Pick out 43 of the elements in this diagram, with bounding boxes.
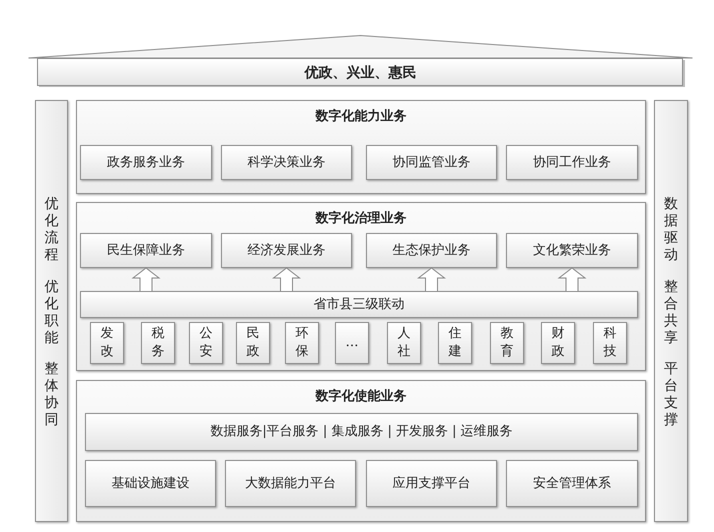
department-box: 民政: [236, 322, 270, 364]
linkage-bar: 省市县三级联动: [80, 291, 638, 318]
platform-box: 基础设施建设: [85, 460, 216, 507]
platform-box: 应用支撑平台: [366, 460, 497, 507]
vertical-label: 平台支撑: [664, 361, 678, 429]
department-box: 人社: [387, 322, 421, 364]
vertical-label: 优化流程: [44, 196, 58, 264]
layer-panel: [76, 202, 646, 371]
department-box: 发改: [90, 322, 124, 364]
business-box: 文化繁荣业务: [506, 233, 638, 268]
department-box: 税务: [141, 322, 175, 364]
service-bar: 数据服务|平台服务 | 集成服务 | 开发服务 | 运维服务: [85, 413, 638, 451]
department-box: 环保: [285, 322, 319, 364]
business-box: 政务服务业务: [80, 145, 212, 180]
business-box: 科学决策业务: [221, 145, 352, 180]
vertical-label: 整合共享: [664, 279, 678, 347]
business-box: 经济发展业务: [221, 233, 352, 268]
vertical-label: 整体协同: [44, 361, 58, 429]
block-arrow: [132, 267, 160, 292]
business-box: 生态保护业务: [366, 233, 497, 268]
business-box: 民生保障业务: [80, 233, 212, 268]
layer-panel: [76, 100, 646, 194]
platform-box: 大数据能力平台: [225, 460, 356, 507]
department-box: …: [335, 322, 369, 364]
platform-box: 安全管理体系: [506, 460, 638, 507]
department-box: 公安: [189, 322, 223, 364]
layer-panel: [76, 380, 646, 522]
side-column: [654, 100, 688, 522]
block-arrow: [558, 267, 586, 292]
department-box: 教育: [490, 322, 524, 364]
side-column: [35, 100, 68, 522]
department-box: 住建: [438, 322, 472, 364]
panel-title: 数字化使能业务: [316, 389, 406, 405]
panel-title: 数字化治理业务: [316, 211, 406, 227]
business-box: 协同监管业务: [366, 145, 497, 180]
block-arrow: [417, 267, 446, 292]
block-arrow: [272, 267, 301, 292]
department-box: 科技: [593, 322, 627, 364]
vertical-label: 数据驱动: [664, 196, 678, 264]
panel-title: 数字化能力业务: [316, 109, 406, 125]
business-box: 协同工作业务: [506, 145, 638, 180]
vertical-label: 优化职能: [44, 279, 58, 347]
department-box: 财政: [541, 322, 575, 364]
